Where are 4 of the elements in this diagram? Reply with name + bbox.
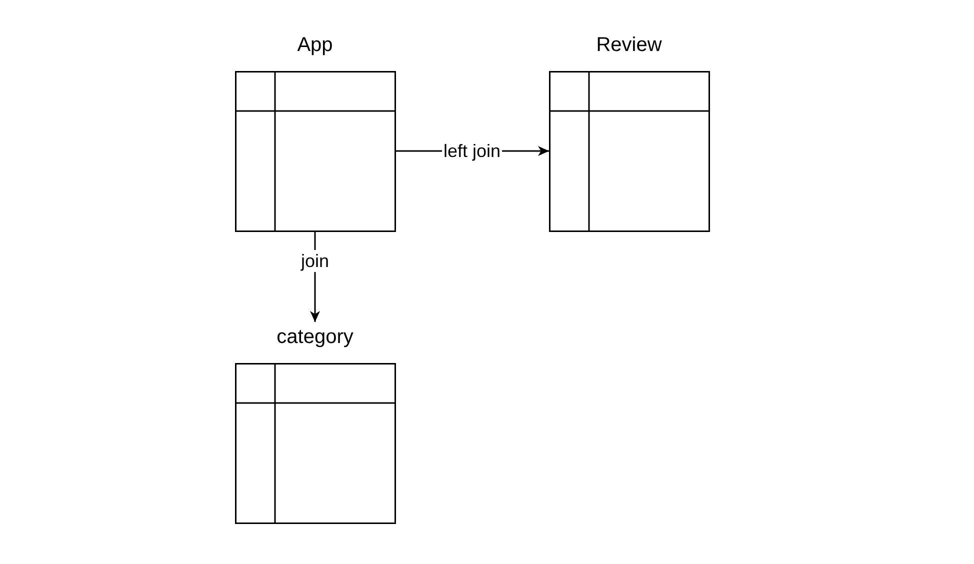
table-title: App xyxy=(296,33,334,58)
table-title: Review xyxy=(595,33,663,58)
edge-label: join xyxy=(300,250,330,272)
table-title: category xyxy=(276,325,354,350)
